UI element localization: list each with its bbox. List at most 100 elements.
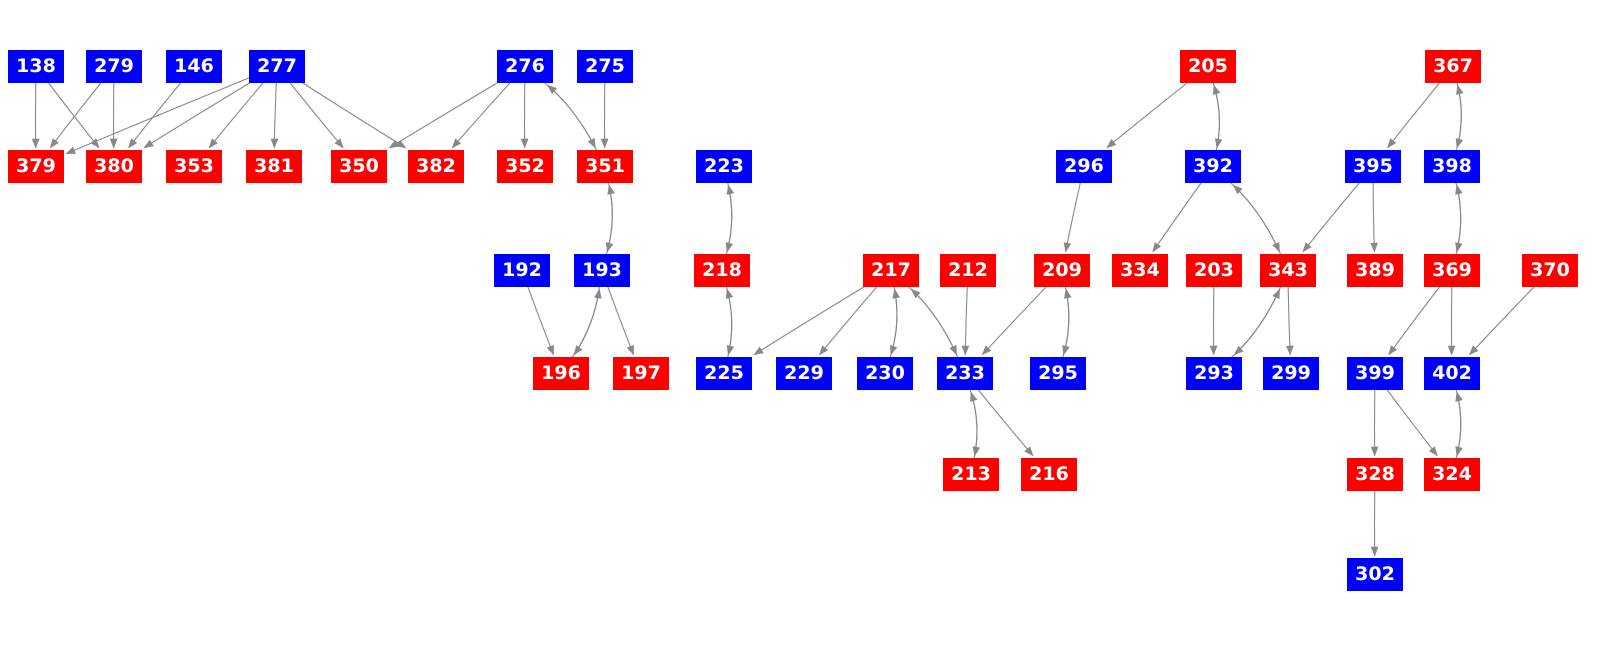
- node-label: 212: [948, 259, 988, 281]
- graph-node-229[interactable]: 229: [776, 357, 832, 390]
- graph-edge-218-to-223: [725, 184, 735, 255]
- graph-node-275[interactable]: 275: [577, 50, 633, 83]
- graph-edge-395-to-389: [1370, 182, 1378, 253]
- graph-edge-218-to-225: [725, 286, 735, 356]
- graph-node-389[interactable]: 389: [1347, 254, 1403, 287]
- graph-node-279[interactable]: 279: [86, 50, 142, 83]
- graph-node-392[interactable]: 392: [1185, 150, 1241, 183]
- graph-node-352[interactable]: 352: [497, 150, 553, 183]
- graph-node-302[interactable]: 302: [1347, 558, 1403, 591]
- graph-node-216[interactable]: 216: [1021, 458, 1077, 491]
- graph-node-334[interactable]: 334: [1112, 254, 1168, 287]
- graph-node-233[interactable]: 233: [937, 357, 993, 390]
- node-label: 367: [1433, 55, 1473, 77]
- graph-node-398[interactable]: 398: [1424, 150, 1480, 183]
- graph-node-146[interactable]: 146: [166, 50, 222, 83]
- graph-node-217[interactable]: 217: [863, 254, 919, 287]
- node-label: 402: [1432, 362, 1472, 384]
- graph-node-399[interactable]: 399: [1347, 357, 1403, 390]
- graph-edge-233-to-217: [910, 288, 959, 358]
- graph-edge-277-to-382: [302, 82, 407, 149]
- graph-node-324[interactable]: 324: [1424, 458, 1480, 491]
- graph-edge-351-to-276: [546, 84, 597, 151]
- graph-node-277[interactable]: 277: [249, 50, 305, 83]
- graph-edge-296-to-209: [1063, 182, 1081, 253]
- graph-node-380[interactable]: 380: [86, 150, 142, 183]
- graph-node-299[interactable]: 299: [1263, 357, 1319, 390]
- graph-node-213[interactable]: 213: [943, 458, 999, 491]
- node-label: 213: [951, 463, 991, 485]
- graph-node-379[interactable]: 379: [8, 150, 64, 183]
- graph-edge-205-to-392: [1212, 82, 1223, 149]
- node-label: 392: [1193, 155, 1233, 177]
- graph-node-293[interactable]: 293: [1186, 357, 1242, 390]
- graph-node-370[interactable]: 370: [1522, 254, 1578, 287]
- graph-edge-277-to-350: [289, 82, 344, 149]
- node-label: 293: [1194, 362, 1234, 384]
- graph-node-223[interactable]: 223: [696, 150, 752, 183]
- graph-node-382[interactable]: 382: [408, 150, 464, 183]
- graph-edge-277-to-380: [143, 82, 250, 149]
- graph-node-230[interactable]: 230: [857, 357, 913, 390]
- graph-node-209[interactable]: 209: [1034, 254, 1090, 287]
- graph-edge-212-to-233: [961, 286, 970, 356]
- graph-edge-277-to-379: [65, 77, 250, 155]
- graph-node-296[interactable]: 296: [1056, 150, 1112, 183]
- node-label: 399: [1355, 362, 1395, 384]
- node-label: 209: [1042, 259, 1082, 281]
- graph-node-276[interactable]: 276: [497, 50, 553, 83]
- graph-edge-225-to-218: [725, 288, 734, 358]
- node-label: 324: [1432, 463, 1472, 485]
- node-label: 192: [502, 259, 542, 281]
- graph-node-225[interactable]: 225: [696, 357, 752, 390]
- graph-node-402[interactable]: 402: [1424, 357, 1480, 390]
- graph-edge-395-to-343: [1302, 182, 1360, 253]
- graph-node-367[interactable]: 367: [1425, 50, 1481, 83]
- node-label: 382: [416, 155, 456, 177]
- graph-node-205[interactable]: 205: [1180, 50, 1236, 83]
- graph-edge-343-to-293: [1233, 286, 1282, 356]
- graph-edge-279-to-379: [49, 82, 102, 149]
- graph-node-328[interactable]: 328: [1347, 458, 1403, 491]
- graph-node-193[interactable]: 193: [574, 254, 630, 287]
- graph-edge-217-to-233: [908, 286, 958, 356]
- node-label: 275: [585, 55, 625, 77]
- node-label: 203: [1194, 259, 1234, 281]
- graph-node-192[interactable]: 192: [494, 254, 550, 287]
- graph-node-203[interactable]: 203: [1186, 254, 1242, 287]
- node-label: 205: [1188, 55, 1228, 77]
- graph-edge-276-to-351: [544, 82, 596, 149]
- graph-node-369[interactable]: 369: [1424, 254, 1480, 287]
- graph-edge-217-to-230: [889, 286, 898, 356]
- graph-edge-146-to-380: [128, 82, 181, 149]
- graph-node-138[interactable]: 138: [8, 50, 64, 83]
- node-label: 196: [541, 362, 581, 384]
- graph-node-212[interactable]: 212: [940, 254, 996, 287]
- graph-edge-398-to-369: [1455, 182, 1463, 253]
- graph-node-350[interactable]: 350: [331, 150, 387, 183]
- graph-node-381[interactable]: 381: [246, 150, 302, 183]
- node-label: 389: [1355, 259, 1395, 281]
- graph-node-218[interactable]: 218: [694, 254, 750, 287]
- graph-edge-392-to-205: [1212, 84, 1221, 151]
- graph-edge-295-to-209: [1062, 288, 1072, 358]
- graph-edge-277-to-353: [208, 82, 264, 149]
- graph-edge-277-to-381: [270, 82, 279, 149]
- node-label: 380: [94, 155, 134, 177]
- graph-node-343[interactable]: 343: [1260, 254, 1316, 287]
- graph-edge-276-to-350: [388, 82, 498, 149]
- graph-node-196[interactable]: 196: [533, 357, 589, 390]
- graph-node-395[interactable]: 395: [1345, 150, 1401, 183]
- graph-node-197[interactable]: 197: [613, 357, 669, 390]
- node-label: 351: [585, 155, 625, 177]
- graph-node-295[interactable]: 295: [1030, 357, 1086, 390]
- graph-node-351[interactable]: 351: [577, 150, 633, 183]
- node-label: 229: [784, 362, 824, 384]
- graph-edge-193-to-351: [606, 184, 615, 255]
- node-label: 398: [1432, 155, 1472, 177]
- graph-edge-367-to-398: [1455, 82, 1464, 149]
- node-label: 197: [621, 362, 661, 384]
- graph-node-353[interactable]: 353: [166, 150, 222, 183]
- node-label: 233: [945, 362, 985, 384]
- graph-edge-370-to-402: [1468, 286, 1535, 356]
